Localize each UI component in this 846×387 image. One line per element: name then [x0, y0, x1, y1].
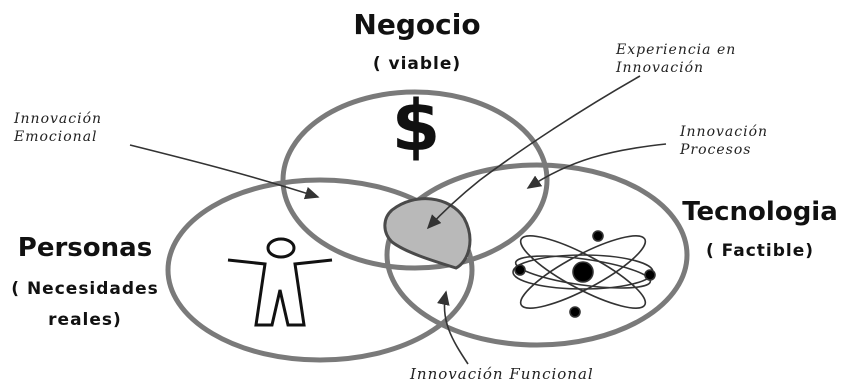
arrow-funcional	[437, 290, 469, 365]
personas-subtitle-1: ( Necesidades	[11, 279, 158, 299]
arrow-procesos	[526, 143, 667, 189]
circle-negocio	[280, 89, 550, 271]
center-overlap	[383, 197, 472, 270]
arrow-experiencia	[426, 75, 641, 230]
atom-icon	[512, 230, 656, 318]
negocio-subtitle: ( viable)	[373, 54, 461, 74]
arrow-emocional	[129, 144, 320, 200]
dollar-sign-icon: $	[392, 85, 441, 167]
annotation-emocional-line2: Emocional	[13, 129, 98, 145]
tecnologia-title: Tecnologia	[682, 197, 838, 227]
circle-personas	[165, 177, 475, 363]
annotation-emocional-line1: Innovación	[13, 111, 102, 127]
annotation-procesos-line2: Procesos	[679, 142, 751, 158]
person-icon	[227, 237, 333, 327]
annotation-funcional: Innovación Funcional	[409, 365, 594, 383]
negocio-title: Negocio	[353, 8, 480, 41]
annotation-procesos-line1: Innovación	[679, 124, 768, 140]
annotation-experiencia-line2: Innovación	[615, 60, 704, 76]
annotation-experiencia-line1: Experiencia en	[615, 42, 736, 58]
circle-tecnologia	[384, 162, 690, 348]
personas-title: Personas	[18, 233, 152, 263]
tecnologia-subtitle: ( Factible)	[706, 241, 814, 261]
personas-subtitle-2: reales)	[48, 310, 122, 330]
